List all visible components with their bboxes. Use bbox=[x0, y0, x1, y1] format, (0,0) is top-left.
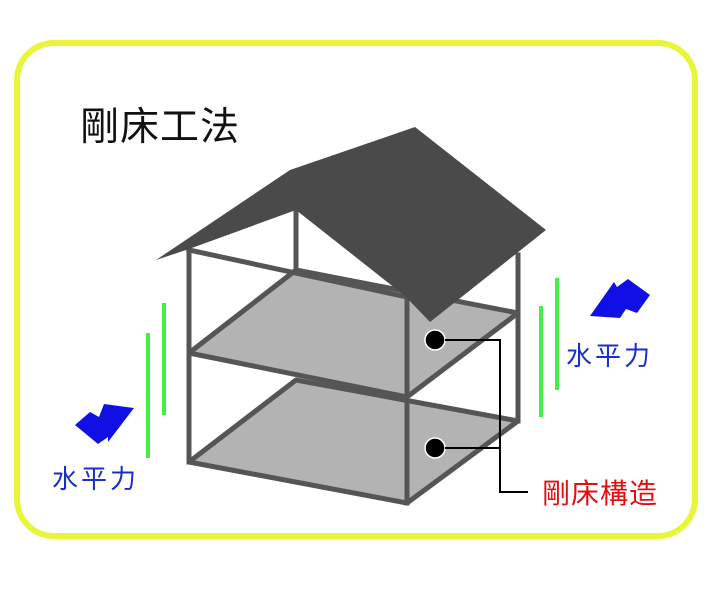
roof bbox=[156, 127, 546, 322]
lower-floor-plate bbox=[186, 377, 521, 506]
wall-indicator-right bbox=[539, 278, 559, 417]
callout-marker-upper bbox=[424, 329, 446, 351]
rigid-floor-callout bbox=[424, 329, 528, 493]
wall-indicator-left bbox=[146, 303, 166, 458]
frame-posts bbox=[186, 207, 521, 506]
leader-line bbox=[445, 339, 528, 493]
callout-marker-lower bbox=[424, 437, 446, 459]
horizontal-force-label-left: 水平力 bbox=[52, 465, 140, 495]
force-arrow-right bbox=[590, 279, 650, 318]
rounded-border-frame bbox=[14, 40, 698, 539]
rigid-floor-structure-label: 剛床構造 bbox=[542, 477, 659, 510]
force-arrow-left bbox=[75, 404, 134, 444]
horizontal-force-label-right: 水平力 bbox=[566, 342, 654, 372]
diagram-title: 剛床工法 bbox=[80, 105, 241, 150]
